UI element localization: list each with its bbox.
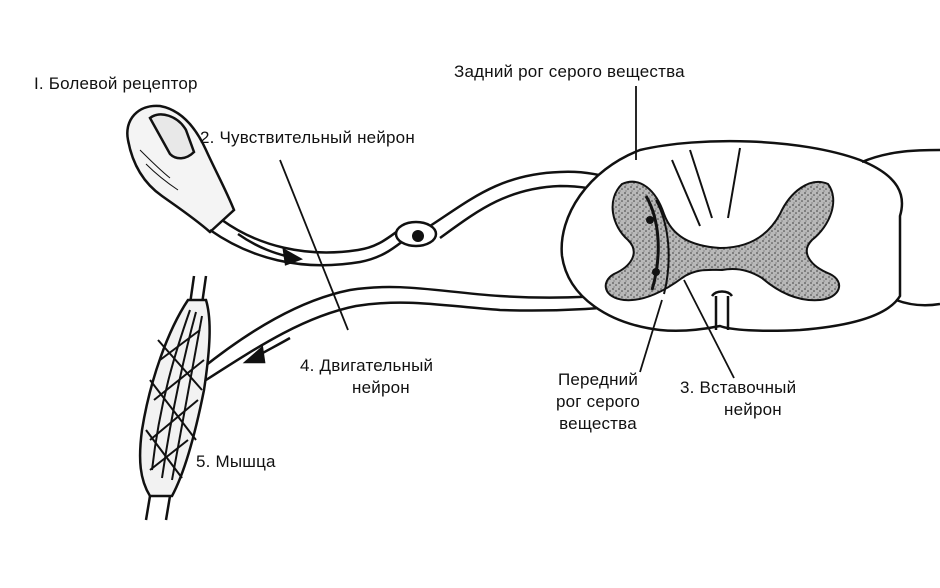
interneuron-label-line2: нейрон: [724, 400, 782, 419]
motor-neuron-label-line1: 4. Двигательный: [300, 356, 434, 375]
ganglion: [394, 220, 438, 248]
interneuron-label-line1: 3. Вставочный: [680, 378, 797, 397]
spinal-cord: [560, 139, 940, 333]
finger: [126, 104, 236, 234]
ventral-horn-label-line2: рог серого: [556, 392, 640, 411]
motor-arrow: [242, 336, 291, 364]
muscle-label: 5. Мышца: [196, 452, 276, 471]
sensory-arrow: [237, 232, 304, 266]
leader-lines: [279, 86, 735, 379]
muscle-drawing: [138, 275, 211, 521]
pain-receptor-label: I. Болевой рецептор: [34, 74, 198, 93]
dorsal-horn-label: Задний рог серого вещества: [454, 62, 685, 81]
gray-matter: [604, 180, 841, 302]
ventral-horn-label-line1: Передний: [557, 370, 639, 389]
ventral-horn-label-line3: вещества: [559, 414, 637, 433]
sensory-neuron-label: 2. Чувствительный нейрон: [200, 128, 415, 147]
motor-neuron-label-line2: нейрон: [352, 378, 410, 397]
